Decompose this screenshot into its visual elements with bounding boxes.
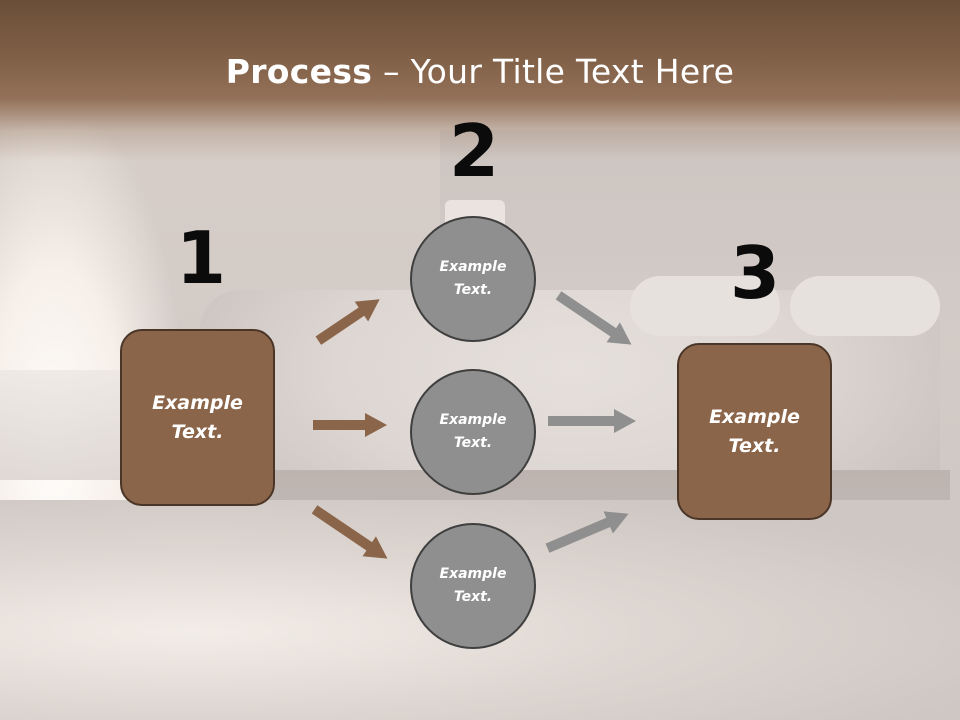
step-number-2[interactable]: 2 (449, 109, 500, 193)
arrow-to-bottom-node-icon (311, 505, 388, 559)
step-3-box[interactable]: Example Text. (677, 343, 832, 520)
background-pillow (630, 276, 780, 336)
arrow-from-bottom-node-icon (545, 511, 629, 553)
step-2-node-bottom[interactable]: Example Text. (410, 523, 536, 649)
arrow-from-middle-node-icon (548, 409, 636, 433)
slide-title-rest: – Your Title Text Here (372, 52, 735, 91)
step-1-box[interactable]: Example Text. (120, 329, 275, 506)
step-2-node-middle-label: Example Text. (439, 412, 507, 451)
step-number-1[interactable]: 1 (176, 216, 227, 300)
step-number-3[interactable]: 3 (730, 231, 781, 315)
step-2-node-top-label: Example Text. (439, 259, 507, 298)
step-2-node-bottom-label: Example Text. (439, 566, 507, 605)
title-band (0, 0, 960, 160)
background-radiator (0, 370, 130, 480)
arrow-to-top-node-icon (315, 299, 380, 345)
step-2-node-top[interactable]: Example Text. (410, 216, 536, 342)
step-2-node-middle[interactable]: Example Text. (410, 369, 536, 495)
arrow-to-middle-node-icon (313, 413, 387, 437)
slide-title-bold: Process (225, 52, 373, 91)
arrow-from-top-node-icon (555, 291, 632, 345)
slide-title[interactable]: Process – Your Title Text Here (0, 52, 960, 91)
step-3-label: Example Text. (709, 405, 800, 457)
background-pillow (790, 276, 940, 336)
step-1-label: Example Text. (152, 391, 243, 443)
